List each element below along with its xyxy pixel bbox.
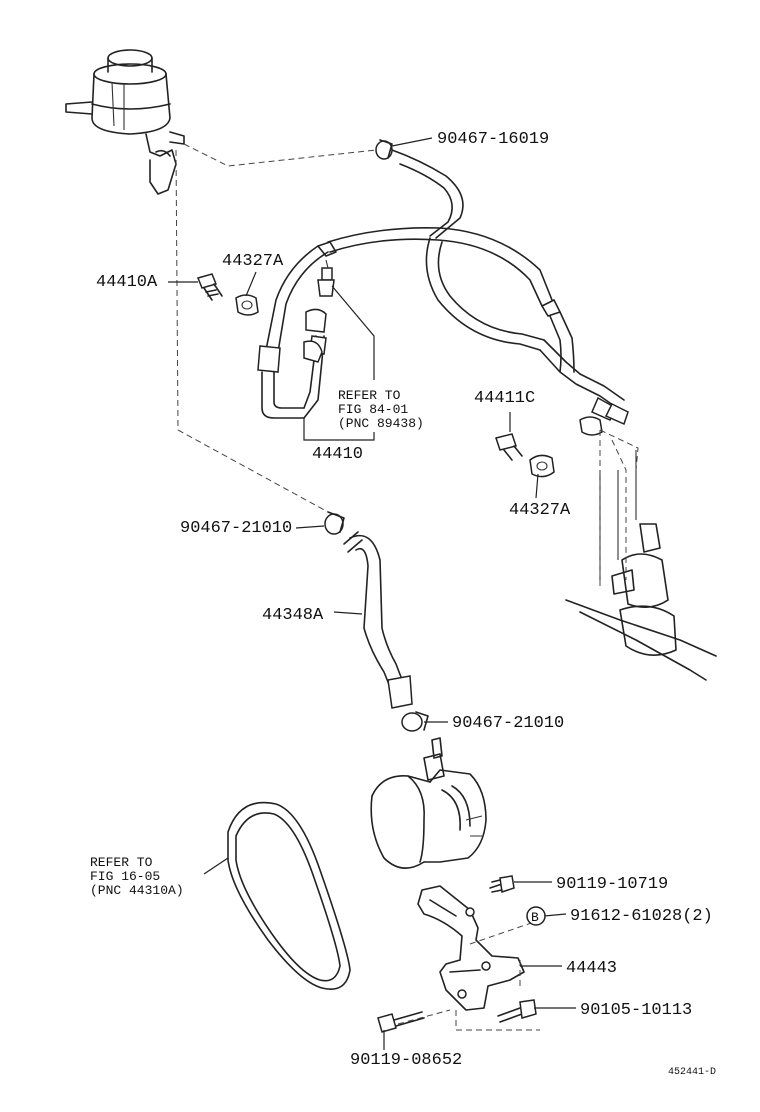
- label-44411c: 44411C: [474, 389, 535, 408]
- label-90119-08652: 90119-08652: [350, 1051, 462, 1070]
- label-44410: 44410: [312, 445, 363, 464]
- bolt-90119-08652: [377, 1011, 425, 1033]
- reservoir-tank: [65, 49, 185, 195]
- label-refer-to-fig-16-line1: REFER TO: [90, 855, 153, 870]
- hose-assembly-44410: [257, 149, 629, 426]
- label-90467-21010-upper: 90467-21010: [180, 519, 292, 538]
- clamp-44327a-top: [235, 294, 259, 316]
- label-44327a-right: 44327A: [509, 501, 571, 520]
- label-90119-10719: 90119-10719: [556, 875, 668, 894]
- leader-lines: [168, 137, 576, 1050]
- drive-belt: [227, 801, 351, 990]
- hose-clamp-upper: [324, 511, 345, 535]
- label-44348a: 44348A: [262, 606, 324, 625]
- label-refer-to-fig-84-line1: REFER TO: [338, 388, 401, 403]
- label-44410a: 44410A: [96, 273, 158, 292]
- suction-hose-44348a: [343, 531, 413, 709]
- steering-gear: [565, 450, 717, 681]
- clamp-44327a-right: [529, 416, 603, 478]
- hose-clamp-lower: [401, 711, 429, 732]
- alignment-lines: [175, 143, 639, 1031]
- label-refer-to-fig-16-line3: (PNC 44310A): [90, 883, 184, 898]
- label-refer-to-fig-84-line3: (PNC 89438): [338, 416, 424, 431]
- bolt-90105-10113: [497, 999, 537, 1023]
- hose-clamp-top: [375, 139, 393, 160]
- bolt-44411c: [495, 433, 523, 461]
- bolt-90119-10719: [489, 875, 515, 893]
- label-90467-21010-lower: 90467-21010: [452, 714, 564, 733]
- label-44327a-top: 44327A: [222, 252, 284, 271]
- pump-bracket-44443: [417, 885, 525, 1011]
- drawing-code: 452441-D: [668, 1067, 716, 1078]
- label-91612-61028: 91612-61028(2): [570, 907, 713, 926]
- bolt-44410a: [196, 273, 223, 301]
- label-90105-10113: 90105-10113: [580, 1001, 692, 1020]
- label-44443: 44443: [566, 959, 617, 978]
- label-refer-to-fig-16-line2: FIG 16-05: [90, 869, 160, 884]
- circle-b-letter: B: [531, 910, 539, 925]
- circle-b-marker: B: [526, 906, 546, 926]
- label-refer-to-fig-84-line2: FIG 84-01: [338, 402, 408, 417]
- label-90467-16019: 90467-16019: [437, 130, 549, 149]
- power-steering-pump: [370, 737, 487, 869]
